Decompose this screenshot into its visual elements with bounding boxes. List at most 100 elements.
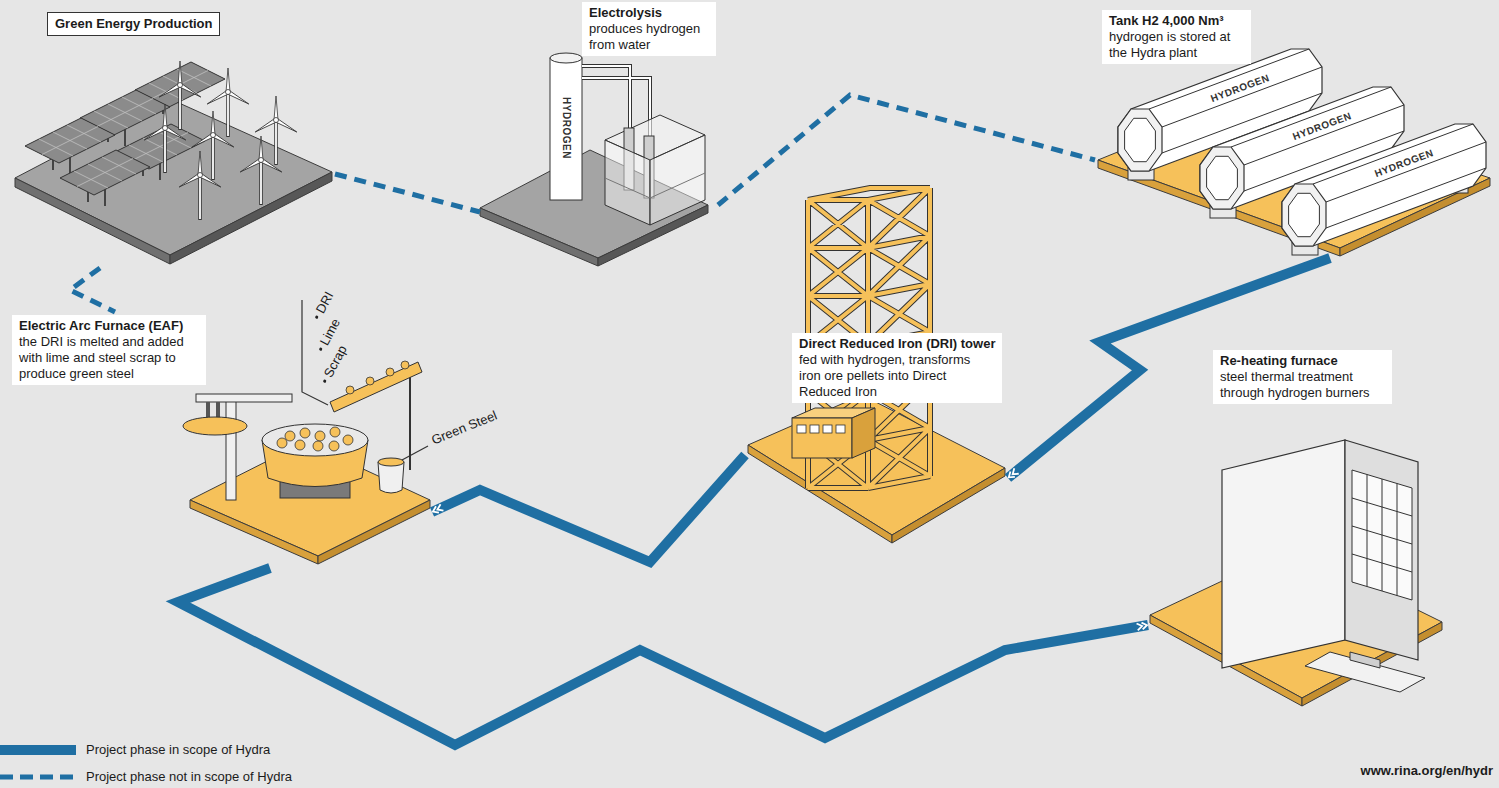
eaf-illustration-part-part <box>366 377 374 385</box>
legend-text: Project phase not in scope of Hydra <box>86 769 292 785</box>
eaf-illustration-part <box>262 424 368 456</box>
legend-text: Project phase in scope of Hydra <box>86 742 270 758</box>
eaf-illustration-part-part <box>343 435 353 445</box>
dri-tower-illustration-part <box>823 425 832 433</box>
reheating-furnace-illustration-part <box>1222 440 1345 668</box>
eaf-illustration-part-part <box>329 441 339 451</box>
tank-marking: HYDROGEN <box>1209 72 1271 104</box>
eaf-illustration-part <box>226 396 236 500</box>
hydrogen-tanks-illustration-part <box>1282 124 1486 255</box>
eaf-illustration-part <box>330 362 422 412</box>
reheating-furnace-illustration-part <box>1352 470 1412 600</box>
out-of-scope-link <box>718 95 1095 205</box>
bullet-dot <box>319 347 323 351</box>
label-box: Re-heating furnacesteel thermal treatmen… <box>1213 350 1392 404</box>
eaf-illustration-part-part <box>386 368 394 376</box>
label-box: Electric Arc Furnace (EAF)the DRI is mel… <box>12 315 206 385</box>
reheating-furnace-illustration-part <box>1352 475 1412 596</box>
in-scope-flow <box>178 568 1148 745</box>
station-title: Re-heating furnace <box>1220 353 1385 369</box>
dri-tower-illustration-part <box>792 418 852 458</box>
callout-text: Green Steel <box>429 408 499 448</box>
eaf-illustration-part-part <box>300 428 310 438</box>
station-title: Tank H2 4,000 Nm³ <box>1109 13 1244 29</box>
electrolysis-illustration-part <box>550 58 582 200</box>
station-node: Electrolysisproduces hydrogen from water <box>480 2 718 270</box>
eaf-illustration-part-part <box>285 431 295 441</box>
station-title: Electrolysis <box>589 5 709 21</box>
green-energy-illustration-part <box>191 111 235 180</box>
electrolysis-illustration-part <box>650 135 705 225</box>
eaf-illustration-part-part <box>330 427 340 437</box>
electrolysis-illustration <box>480 53 708 266</box>
eaf-illustration-part <box>346 361 409 394</box>
label-box: Direct Reduced Iron (DRI) towerfed with … <box>792 333 1002 403</box>
eaf-illustration-part-part <box>401 361 409 369</box>
green-energy-illustration-part <box>15 98 332 255</box>
reheating-furnace-illustration-part <box>1350 652 1380 668</box>
out-of-scope-link <box>70 268 115 312</box>
electrolysis-illustration-part <box>605 173 705 198</box>
dri-tower-illustration-part <box>797 425 806 433</box>
green-energy-illustration-part <box>178 151 222 220</box>
dri-tower-illustration-part <box>852 408 875 458</box>
station-description: hydrogen is stored at the Hydra plant <box>1109 29 1244 61</box>
eaf-illustration-part-part <box>295 440 305 450</box>
station-description: the DRI is melted and added with lime an… <box>19 334 199 382</box>
legend-samples <box>0 750 76 777</box>
callout-text: Lime <box>317 316 343 348</box>
station-description: produces hydrogen from water <box>589 21 709 53</box>
eaf-illustration-part <box>277 427 353 451</box>
tank-marking: HYDROGEN <box>561 97 572 159</box>
eaf-illustration-part <box>206 402 210 418</box>
tank-marking: HYDROGEN <box>1291 110 1353 142</box>
legend-samples-part <box>0 775 76 780</box>
green-energy-illustration-part <box>170 172 332 264</box>
electrolysis-illustration-part <box>550 53 582 63</box>
electrolysis-illustration-part <box>480 208 598 266</box>
station-node: Direct Reduced Iron (DRI) towerfed with … <box>745 185 1008 548</box>
label-box: Electrolysisproduces hydrogen from water <box>582 2 716 56</box>
hydrogen-tanks-illustration <box>1098 49 1490 256</box>
eaf-illustration-part <box>216 402 220 418</box>
output-callout: Green Steel <box>429 407 500 449</box>
eaf-illustration-part <box>378 462 404 493</box>
reheating-furnace-illustration <box>1150 440 1442 706</box>
dri-tower-illustration-part <box>748 395 1005 535</box>
bullet-dot <box>323 379 327 383</box>
source-url: www.rina.org/en/hydr <box>1361 763 1493 778</box>
eaf-illustration-part-part <box>346 386 354 394</box>
legend-samples-part <box>0 745 76 755</box>
station-node: Electric Arc Furnace (EAF)the DRI is mel… <box>8 312 432 568</box>
dri-tower-illustration <box>748 188 1005 543</box>
station-description: fed with hydrogen, transforms iron ore p… <box>799 352 984 400</box>
callout-text: DRI <box>313 289 337 316</box>
reheating-furnace-illustration-part <box>1305 652 1425 692</box>
station-title: Green Energy Production <box>55 16 212 32</box>
station-title: Direct Reduced Iron (DRI) tower <box>799 336 995 352</box>
eaf-illustration-part-part <box>313 441 323 451</box>
eaf-illustration-part <box>183 417 247 435</box>
bullet-dot <box>315 315 319 319</box>
eaf-illustration-part-part <box>315 431 325 441</box>
station-title: Electric Arc Furnace (EAF) <box>19 318 199 334</box>
eaf-illustration-part <box>196 394 292 402</box>
station-description: steel thermal treatment through hydrogen… <box>1220 369 1385 401</box>
green-energy-illustration <box>15 61 332 264</box>
label-box: Tank H2 4,000 Nm³hydrogen is stored at t… <box>1102 10 1251 64</box>
eaf-illustration-part <box>302 300 328 405</box>
green-energy-illustration-part <box>60 150 150 206</box>
dri-tower-illustration-part <box>836 425 845 433</box>
tank-marking: HYDROGEN <box>1373 147 1435 179</box>
eaf-illustration-part <box>378 458 404 466</box>
green-energy-illustration-part <box>143 104 187 173</box>
dri-tower-illustration-part <box>810 425 819 433</box>
out-of-scope-link <box>335 174 480 212</box>
station-node: Re-heating furnacesteel thermal treatmen… <box>1148 346 1445 714</box>
eaf-illustration <box>183 300 430 564</box>
reheating-furnace-illustration-part <box>1345 440 1418 660</box>
label-box: Green Energy Production <box>47 12 220 36</box>
